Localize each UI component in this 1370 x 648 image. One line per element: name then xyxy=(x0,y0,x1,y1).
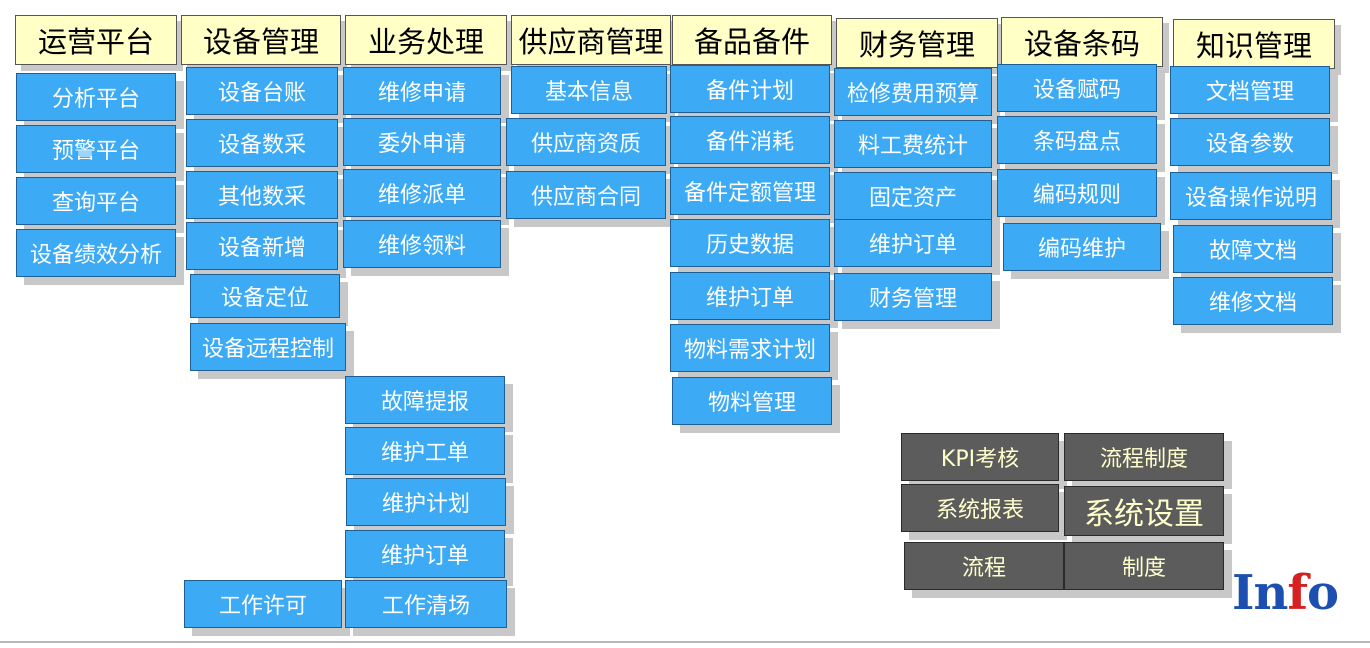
item-repair-request: 维修申请 xyxy=(343,67,501,115)
item-warning-platform: 预警平台 xyxy=(16,125,176,173)
item-material-labor-cost-stats: 料工费统计 xyxy=(834,120,992,168)
item-system-reports: 系统报表 xyxy=(901,484,1059,532)
item-basic-info: 基本信息 xyxy=(511,66,667,114)
item-process-rules: 流程制度 xyxy=(1064,433,1224,481)
item-repair-documents: 维修文档 xyxy=(1173,277,1333,325)
header-supplier: 供应商管理 xyxy=(511,15,671,65)
item-kpi-assessment: KPI考核 xyxy=(901,433,1059,481)
item-finance-management: 财务管理 xyxy=(834,273,992,321)
header-barcode: 设备条码 xyxy=(1001,17,1163,67)
item-equipment-coding: 设备赋码 xyxy=(997,64,1157,112)
item-fixed-assets: 固定资产 xyxy=(834,172,992,220)
item-material-management: 物料管理 xyxy=(672,377,832,425)
item-equipment-positioning: 设备定位 xyxy=(190,274,340,318)
item-coding-maintenance: 编码维护 xyxy=(1003,223,1161,271)
item-coding-rules: 编码规则 xyxy=(997,169,1157,217)
item-process: 流程 xyxy=(904,542,1064,590)
item-equipment-ledger: 设备台账 xyxy=(186,67,338,115)
item-rules: 制度 xyxy=(1064,542,1224,590)
info-logo: Info xyxy=(1232,565,1339,621)
item-document-management: 文档管理 xyxy=(1170,66,1330,114)
item-finance-maintenance-order: 维护订单 xyxy=(834,219,992,267)
item-equipment-operation-manual: 设备操作说明 xyxy=(1170,172,1332,220)
item-material-requirement-plan: 物料需求计划 xyxy=(670,324,830,372)
item-repair-dispatch: 维修派单 xyxy=(343,169,501,217)
item-query-platform: 查询平台 xyxy=(16,177,176,225)
item-barcode-inventory: 条码盘点 xyxy=(997,116,1157,164)
item-maintenance-cost-budget: 检修费用预算 xyxy=(834,68,992,116)
header-business: 业务处理 xyxy=(345,15,507,65)
header-equipment: 设备管理 xyxy=(181,15,341,65)
item-equipment-parameters: 设备参数 xyxy=(1170,118,1330,166)
item-spare-parts-consumption: 备件消耗 xyxy=(670,116,830,164)
item-other-data-collection: 其他数采 xyxy=(186,171,338,219)
item-historical-data: 历史数据 xyxy=(670,219,830,267)
header-spares: 备品备件 xyxy=(672,15,832,65)
item-spare-parts-plan: 备件计划 xyxy=(670,65,830,113)
item-supplier-qualification: 供应商资质 xyxy=(506,118,666,166)
item-outsourcing-request: 委外申请 xyxy=(343,118,501,166)
bottom-divider xyxy=(0,641,1370,643)
item-maintenance-work-order: 维护工单 xyxy=(345,427,505,475)
header-operations: 运营平台 xyxy=(15,15,177,65)
item-equipment-remote-control: 设备远程控制 xyxy=(190,323,346,371)
item-work-site-cleanup: 工作清场 xyxy=(345,580,507,628)
item-equipment-addition: 设备新增 xyxy=(186,222,338,270)
item-system-settings: 系统设置 xyxy=(1064,486,1224,536)
item-fault-documents: 故障文档 xyxy=(1173,225,1333,273)
item-maintenance-order: 维护订单 xyxy=(345,530,505,578)
header-knowledge: 知识管理 xyxy=(1173,19,1335,69)
item-spare-parts-quota: 备件定额管理 xyxy=(670,167,830,215)
item-repair-material-pick: 维修领料 xyxy=(343,220,501,268)
item-analysis-platform: 分析平台 xyxy=(16,73,176,121)
item-equipment-data-collection: 设备数采 xyxy=(186,119,338,167)
item-supplier-contract: 供应商合同 xyxy=(506,171,666,219)
item-equipment-performance: 设备绩效分析 xyxy=(16,229,176,277)
header-finance: 财务管理 xyxy=(836,18,998,68)
item-spares-maintenance-order: 维护订单 xyxy=(670,272,830,320)
item-maintenance-plan: 维护计划 xyxy=(346,478,506,526)
item-work-permit: 工作许可 xyxy=(184,580,342,628)
item-fault-report: 故障提报 xyxy=(345,376,505,424)
